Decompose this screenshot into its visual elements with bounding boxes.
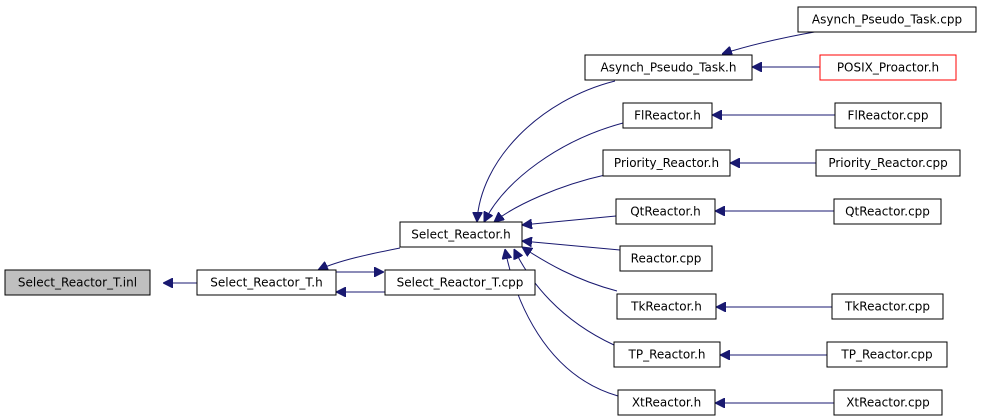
node-label: QtReactor.cpp	[845, 205, 930, 219]
node-label: TkReactor.h	[630, 300, 702, 314]
node-select-reactor-t-cpp[interactable]: Select_Reactor_T.cpp	[384, 269, 536, 296]
edge-tp-reactor-h-to-select-reactor-h	[514, 249, 615, 346]
edge-xtreactor-h-to-select-reactor-h	[505, 249, 619, 397]
node-label: Reactor.cpp	[631, 252, 702, 266]
node-label: FlReactor.h	[634, 109, 701, 123]
edge-reactor-cpp-to-select-reactor-h	[522, 241, 621, 251]
node-label: Select_Reactor_T.inl	[18, 276, 137, 290]
edge-select-reactor-h-to-t-h	[318, 247, 401, 270]
node-tkreactor-h[interactable]: TkReactor.h	[616, 293, 717, 320]
edge-asynch-pseudo-task-h-to-select-reactor-h	[477, 80, 616, 222]
edge-asynch-pseudo-task-cpp-to-h	[722, 30, 821, 54]
node-reactor-cpp[interactable]: Reactor.cpp	[619, 245, 713, 272]
node-label: TP_Reactor.h	[628, 348, 706, 362]
node-label: Select_Reactor.h	[411, 228, 510, 242]
node-flreactor-cpp[interactable]: FlReactor.cpp	[834, 102, 942, 129]
node-xtreactor-cpp[interactable]: XtReactor.cpp	[833, 389, 943, 416]
node-label: Asynch_Pseudo_Task.h	[601, 61, 737, 75]
node-label: XtReactor.cpp	[846, 396, 930, 410]
node-posix-proactor-h[interactable]: POSIX_Proactor.h	[819, 54, 957, 81]
node-select-reactor-h[interactable]: Select_Reactor.h	[399, 221, 523, 248]
node-label: TkReactor.cpp	[844, 300, 930, 314]
node-asynch-pseudo-task-cpp[interactable]: Asynch_Pseudo_Task.cpp	[797, 6, 977, 33]
edge-tkreactor-h-to-select-reactor-h	[522, 247, 618, 292]
node-select-reactor-t-h[interactable]: Select_Reactor_T.h	[196, 269, 337, 296]
node-label: FlReactor.cpp	[848, 109, 929, 123]
edge-priority-reactor-h-to-select-reactor-h	[494, 174, 606, 222]
node-select-reactor-t-inl[interactable]: Select_Reactor_T.inl	[4, 269, 151, 296]
node-priority-reactor-h[interactable]: Priority_Reactor.h	[602, 149, 731, 177]
node-tkreactor-cpp[interactable]: TkReactor.cpp	[831, 293, 944, 320]
node-flreactor-h[interactable]: FlReactor.h	[622, 102, 713, 129]
node-qtreactor-h[interactable]: QtReactor.h	[615, 198, 716, 225]
node-label: XtReactor.h	[632, 396, 701, 410]
edge-qtreactor-h-to-select-reactor-h	[522, 215, 617, 225]
edge-flreactor-h-to-select-reactor-h	[484, 122, 624, 222]
node-priority-reactor-cpp[interactable]: Priority_Reactor.cpp	[815, 149, 961, 177]
node-label: TP_Reactor.cpp	[840, 348, 932, 362]
node-tp-reactor-cpp[interactable]: TP_Reactor.cpp	[826, 341, 948, 368]
node-label: Select_Reactor_T.cpp	[397, 276, 524, 290]
node-label: QtReactor.h	[630, 205, 701, 219]
node-label: Priority_Reactor.h	[614, 156, 719, 170]
node-label: Asynch_Pseudo_Task.cpp	[812, 13, 962, 27]
node-label: Select_Reactor_T.h	[210, 276, 322, 290]
node-asynch-pseudo-task-h[interactable]: Asynch_Pseudo_Task.h	[584, 54, 753, 81]
node-label: POSIX_Proactor.h	[837, 61, 939, 75]
node-qtreactor-cpp[interactable]: QtReactor.cpp	[833, 198, 942, 225]
node-xtreactor-h[interactable]: XtReactor.h	[617, 389, 716, 416]
node-tp-reactor-h[interactable]: TP_Reactor.h	[613, 341, 721, 368]
node-label: Priority_Reactor.cpp	[828, 156, 947, 170]
